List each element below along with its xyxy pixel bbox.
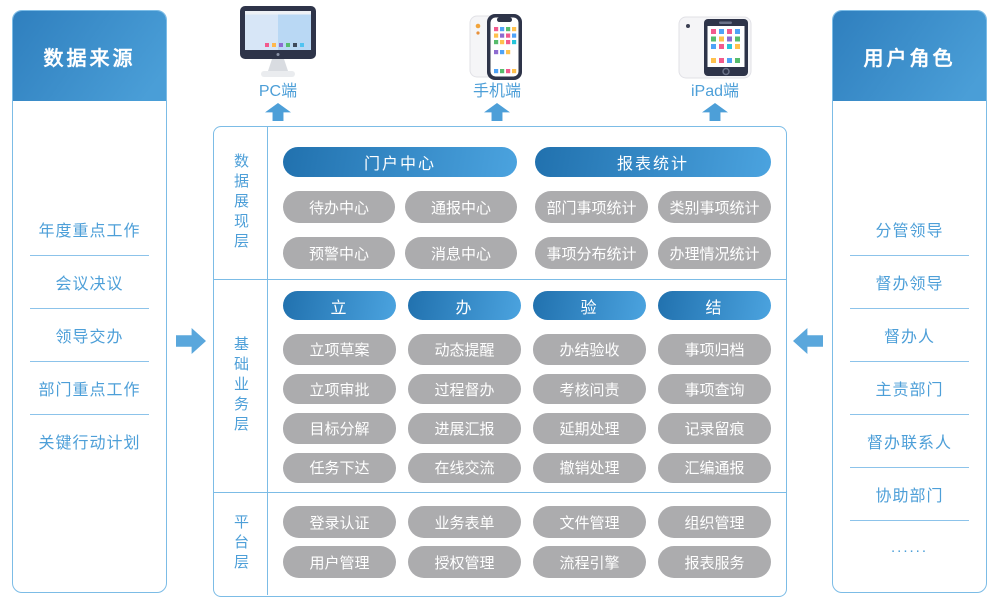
arrow-left-icon: [793, 328, 823, 354]
layer-label-text: 平台层: [232, 514, 249, 574]
list-item: 督办人: [850, 309, 969, 362]
device-pc: PC端: [233, 6, 323, 121]
business-content: 立 立项草案 立项审批 目标分解 任务下达 办 动态提醒 过程督办 进展汇报 在…: [268, 280, 771, 492]
platform-architecture-box: 数据展现层 门户中心 待办中心 通报中心 预警中心 消息中心 报表统计 部门事项…: [213, 126, 787, 597]
module-pill: 目标分解: [283, 413, 396, 444]
platform-content: 登录认证 业务表单 文件管理 组织管理 用户管理 授权管理 流程引擎 报表服务: [268, 493, 771, 595]
layer-basic-business: 基础业务层 立 立项草案 立项审批 目标分解 任务下达 办 动态提醒 过程督办 …: [214, 279, 786, 492]
column-header: 结: [658, 291, 771, 321]
module-pill: 预警中心: [283, 237, 395, 269]
module-pill: 撤销处理: [533, 452, 646, 483]
layer-platform: 平台层 登录认证 业务表单 文件管理 组织管理 用户管理 授权管理 流程引擎 报…: [214, 492, 786, 595]
portal-grid: 待办中心 通报中心 预警中心 消息中心: [283, 191, 517, 269]
module-pill: 待办中心: [283, 191, 395, 223]
column-header: 立: [283, 291, 396, 321]
device-ipad: iPad端: [670, 8, 760, 121]
layer-label: 平台层: [214, 493, 268, 595]
layer-label-text: 数据展现层: [232, 153, 249, 253]
module-pill: 组织管理: [658, 506, 771, 538]
module-pill: 报表服务: [658, 546, 771, 578]
user-roles-list: 分管领导 督办领导 督办人 主责部门 督办联系人 协助部门 ......: [850, 203, 969, 573]
module-pill: 立项审批: [283, 373, 396, 405]
column-header: 办: [408, 291, 521, 321]
module-pill: 考核问责: [533, 373, 646, 405]
device-phone: 手机端: [452, 8, 542, 121]
module-pill: 在线交流: [408, 452, 521, 483]
module-pill: 业务表单: [408, 506, 521, 538]
business-column-li: 立 立项草案 立项审批 目标分解 任务下达: [283, 291, 396, 492]
module-pill: 事项分布统计: [535, 237, 648, 269]
device-label: PC端: [258, 83, 298, 100]
list-item: 年度重点工作: [30, 203, 149, 256]
list-item: 主责部门: [850, 362, 969, 415]
desktop-monitor-icon: [233, 6, 323, 80]
module-pill: 记录留痕: [658, 413, 771, 444]
module-pill: 授权管理: [408, 546, 521, 578]
module-pill: 办结验收: [533, 334, 646, 365]
module-pill: 办理情况统计: [658, 237, 771, 269]
layer-label: 基础业务层: [214, 280, 268, 492]
module-pill: 通报中心: [405, 191, 517, 223]
business-column-ban: 办 动态提醒 过程督办 进展汇报 在线交流: [408, 291, 521, 492]
module-pill: 登录认证: [283, 506, 396, 538]
report-grid: 部门事项统计 类别事项统计 事项分布统计 办理情况统计: [535, 191, 771, 269]
tablet-icon: [670, 8, 760, 80]
list-item: 领导交办: [30, 309, 149, 362]
device-label: 手机端: [472, 83, 521, 100]
list-item: 关键行动计划: [38, 435, 141, 452]
module-pill: 立项草案: [283, 334, 396, 365]
list-item: 督办联系人: [850, 415, 969, 468]
user-roles-title: 用户角色: [833, 11, 986, 101]
module-pill: 流程引擎: [533, 546, 646, 578]
arrow-right-icon: [176, 328, 206, 354]
module-pill: 过程督办: [408, 373, 521, 405]
list-item: 部门重点工作: [30, 362, 149, 415]
arrow-up-icon: [702, 103, 728, 121]
layer-label: 数据展现层: [214, 127, 268, 279]
data-sources-title: 数据来源: [13, 11, 166, 101]
module-pill: 任务下达: [283, 452, 396, 483]
arrow-up-icon: [484, 103, 510, 121]
list-item: 协助部门: [850, 468, 969, 521]
column-header: 验: [533, 291, 646, 321]
portal-group: 门户中心 待办中心 通报中心 预警中心 消息中心: [283, 147, 517, 279]
module-pill: 延期处理: [533, 413, 646, 444]
report-group: 报表统计 部门事项统计 类别事项统计 事项分布统计 办理情况统计: [535, 147, 771, 279]
user-roles-panel: 用户角色 分管领导 督办领导 督办人 主责部门 督办联系人 协助部门 .....…: [832, 10, 987, 593]
business-column-yan: 验 办结验收 考核问责 延期处理 撤销处理: [533, 291, 646, 492]
presentation-content: 门户中心 待办中心 通报中心 预警中心 消息中心 报表统计 部门事项统计 类别事…: [268, 127, 771, 279]
portal-center-header: 门户中心: [283, 147, 517, 177]
layer-data-presentation: 数据展现层 门户中心 待办中心 通报中心 预警中心 消息中心 报表统计 部门事项…: [214, 127, 786, 279]
module-pill: 文件管理: [533, 506, 646, 538]
module-pill: 进展汇报: [408, 413, 521, 444]
list-item-ellipsis: ......: [890, 538, 928, 556]
module-pill: 动态提醒: [408, 334, 521, 365]
module-pill: 部门事项统计: [535, 191, 648, 223]
data-sources-list: 年度重点工作 会议决议 领导交办 部门重点工作 关键行动计划: [30, 203, 149, 467]
module-pill: 消息中心: [405, 237, 517, 269]
arrow-up-icon: [265, 103, 291, 121]
module-pill: 汇编通报: [658, 452, 771, 483]
module-pill: 事项查询: [658, 373, 771, 405]
list-item: 会议决议: [30, 256, 149, 309]
business-column-jie: 结 事项归档 事项查询 记录留痕 汇编通报: [658, 291, 771, 492]
report-statistics-header: 报表统计: [535, 147, 771, 177]
module-pill: 事项归档: [658, 334, 771, 365]
layer-label-text: 基础业务层: [232, 336, 249, 436]
module-pill: 类别事项统计: [658, 191, 771, 223]
list-item: 督办领导: [850, 256, 969, 309]
smartphone-icon: [452, 8, 542, 80]
module-pill: 用户管理: [283, 546, 396, 578]
device-label: iPad端: [690, 83, 740, 100]
list-item: 分管领导: [850, 203, 969, 256]
data-sources-panel: 数据来源 年度重点工作 会议决议 领导交办 部门重点工作 关键行动计划: [12, 10, 167, 593]
